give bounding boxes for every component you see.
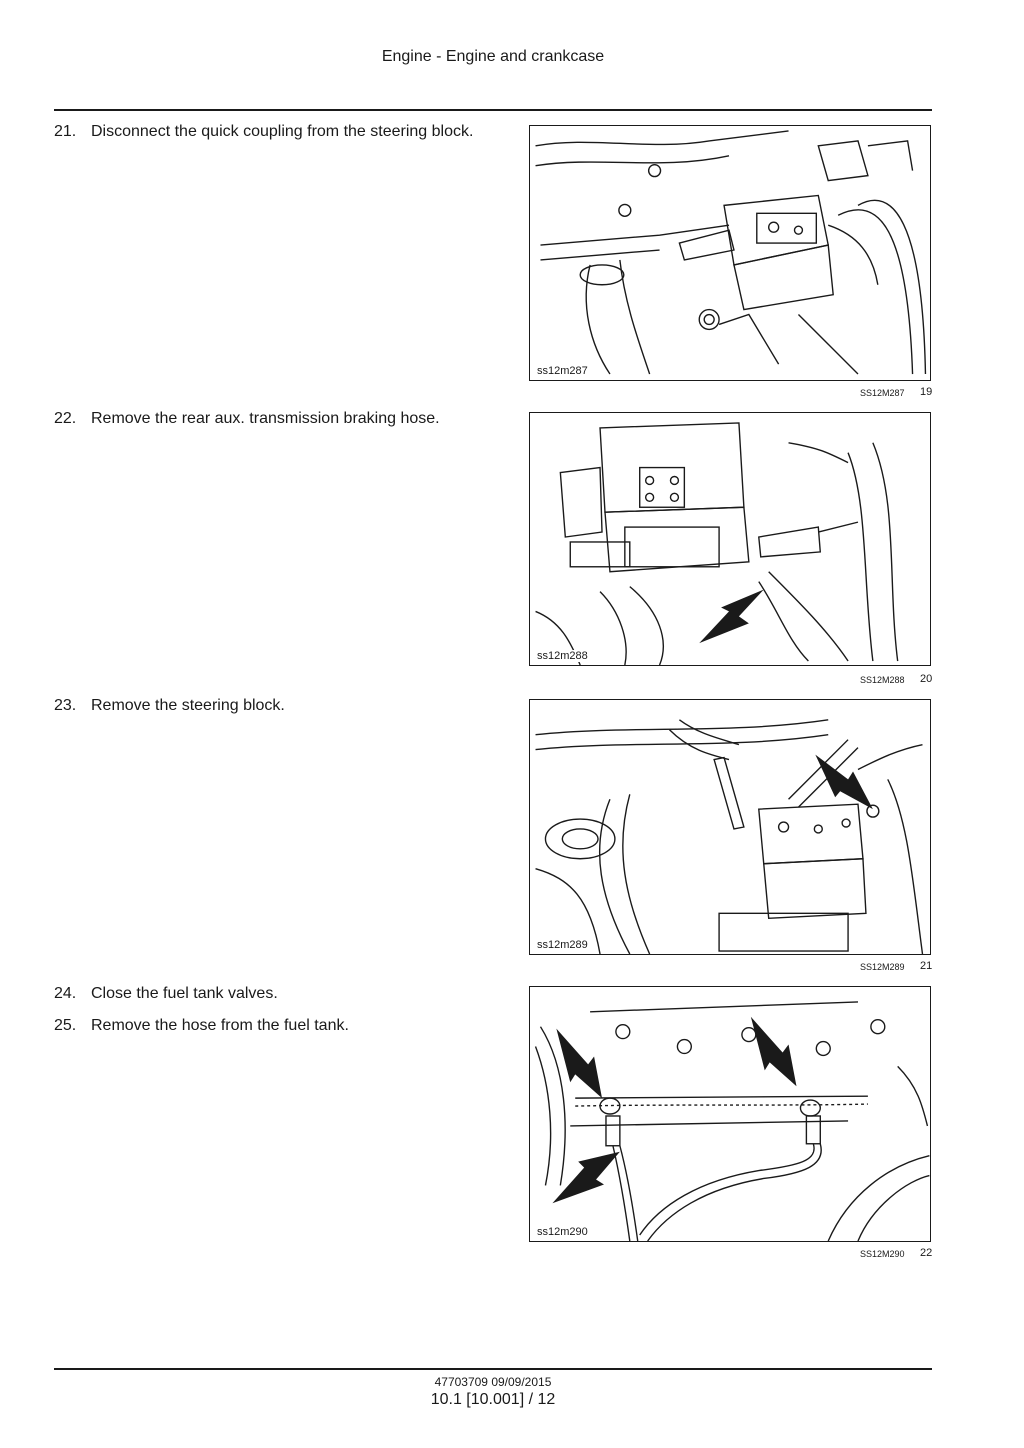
- footer-document-id: 47703709 09/09/2015: [434, 1375, 552, 1389]
- step-23: 23. Remove the steering block.: [54, 696, 285, 716]
- figure-reference: SS12M288: [860, 675, 905, 685]
- step-24: 24. Close the fuel tank valves.: [54, 984, 278, 1004]
- figure-number: 19: [920, 386, 933, 398]
- figure-20-illustration: ss12m288: [529, 412, 931, 666]
- step-number: 25.: [54, 1017, 77, 1034]
- page-header-title: Engine - Engine and crankcase: [381, 48, 605, 65]
- step-text: Disconnect the quick coupling from the s…: [91, 123, 474, 140]
- step-text: Remove the rear aux. transmission brakin…: [91, 410, 440, 427]
- step-text: Remove the hose from the fuel tank.: [91, 1017, 349, 1034]
- steering-block-removal-drawing: [535, 719, 924, 954]
- figure-label: ss12m288: [535, 650, 590, 662]
- figure-number: 20: [920, 673, 933, 685]
- step-22: 22. Remove the rear aux. transmission bra…: [54, 409, 440, 429]
- figure-label: ss12m290: [535, 1226, 590, 1238]
- step-text: Remove the steering block.: [91, 697, 285, 714]
- fuel-tank-hose-drawing: [534, 1001, 930, 1241]
- step-21: 21. Disconnect the quick coupling from th…: [54, 122, 473, 142]
- figure-label: ss12m289: [535, 939, 590, 951]
- step-number: 24.: [54, 985, 77, 1002]
- figure-reference: SS12M287: [860, 388, 905, 398]
- header-rule: [54, 109, 932, 111]
- figure-number: 21: [920, 960, 933, 972]
- figure-label: ss12m287: [535, 365, 590, 377]
- footer-page-number: 10.1 [10.001] / 12: [430, 1391, 556, 1408]
- figure-21-illustration: ss12m289: [529, 699, 931, 955]
- braking-hose-drawing: [535, 422, 899, 665]
- step-number: 22.: [54, 410, 77, 427]
- step-text: Close the fuel tank valves.: [91, 985, 278, 1002]
- figure-reference: SS12M290: [860, 1249, 905, 1259]
- steering-block-coupling-drawing: [535, 130, 927, 375]
- step-25: 25. Remove the hose from the fuel tank.: [54, 1016, 349, 1036]
- footer-rule: [54, 1368, 932, 1370]
- step-number: 21.: [54, 123, 77, 140]
- figure-number: 22: [920, 1247, 933, 1259]
- figure-19-illustration: ss12m287: [529, 125, 931, 381]
- figure-22-illustration: ss12m290: [529, 986, 931, 1242]
- figure-reference: SS12M289: [860, 962, 905, 972]
- step-number: 23.: [54, 697, 77, 714]
